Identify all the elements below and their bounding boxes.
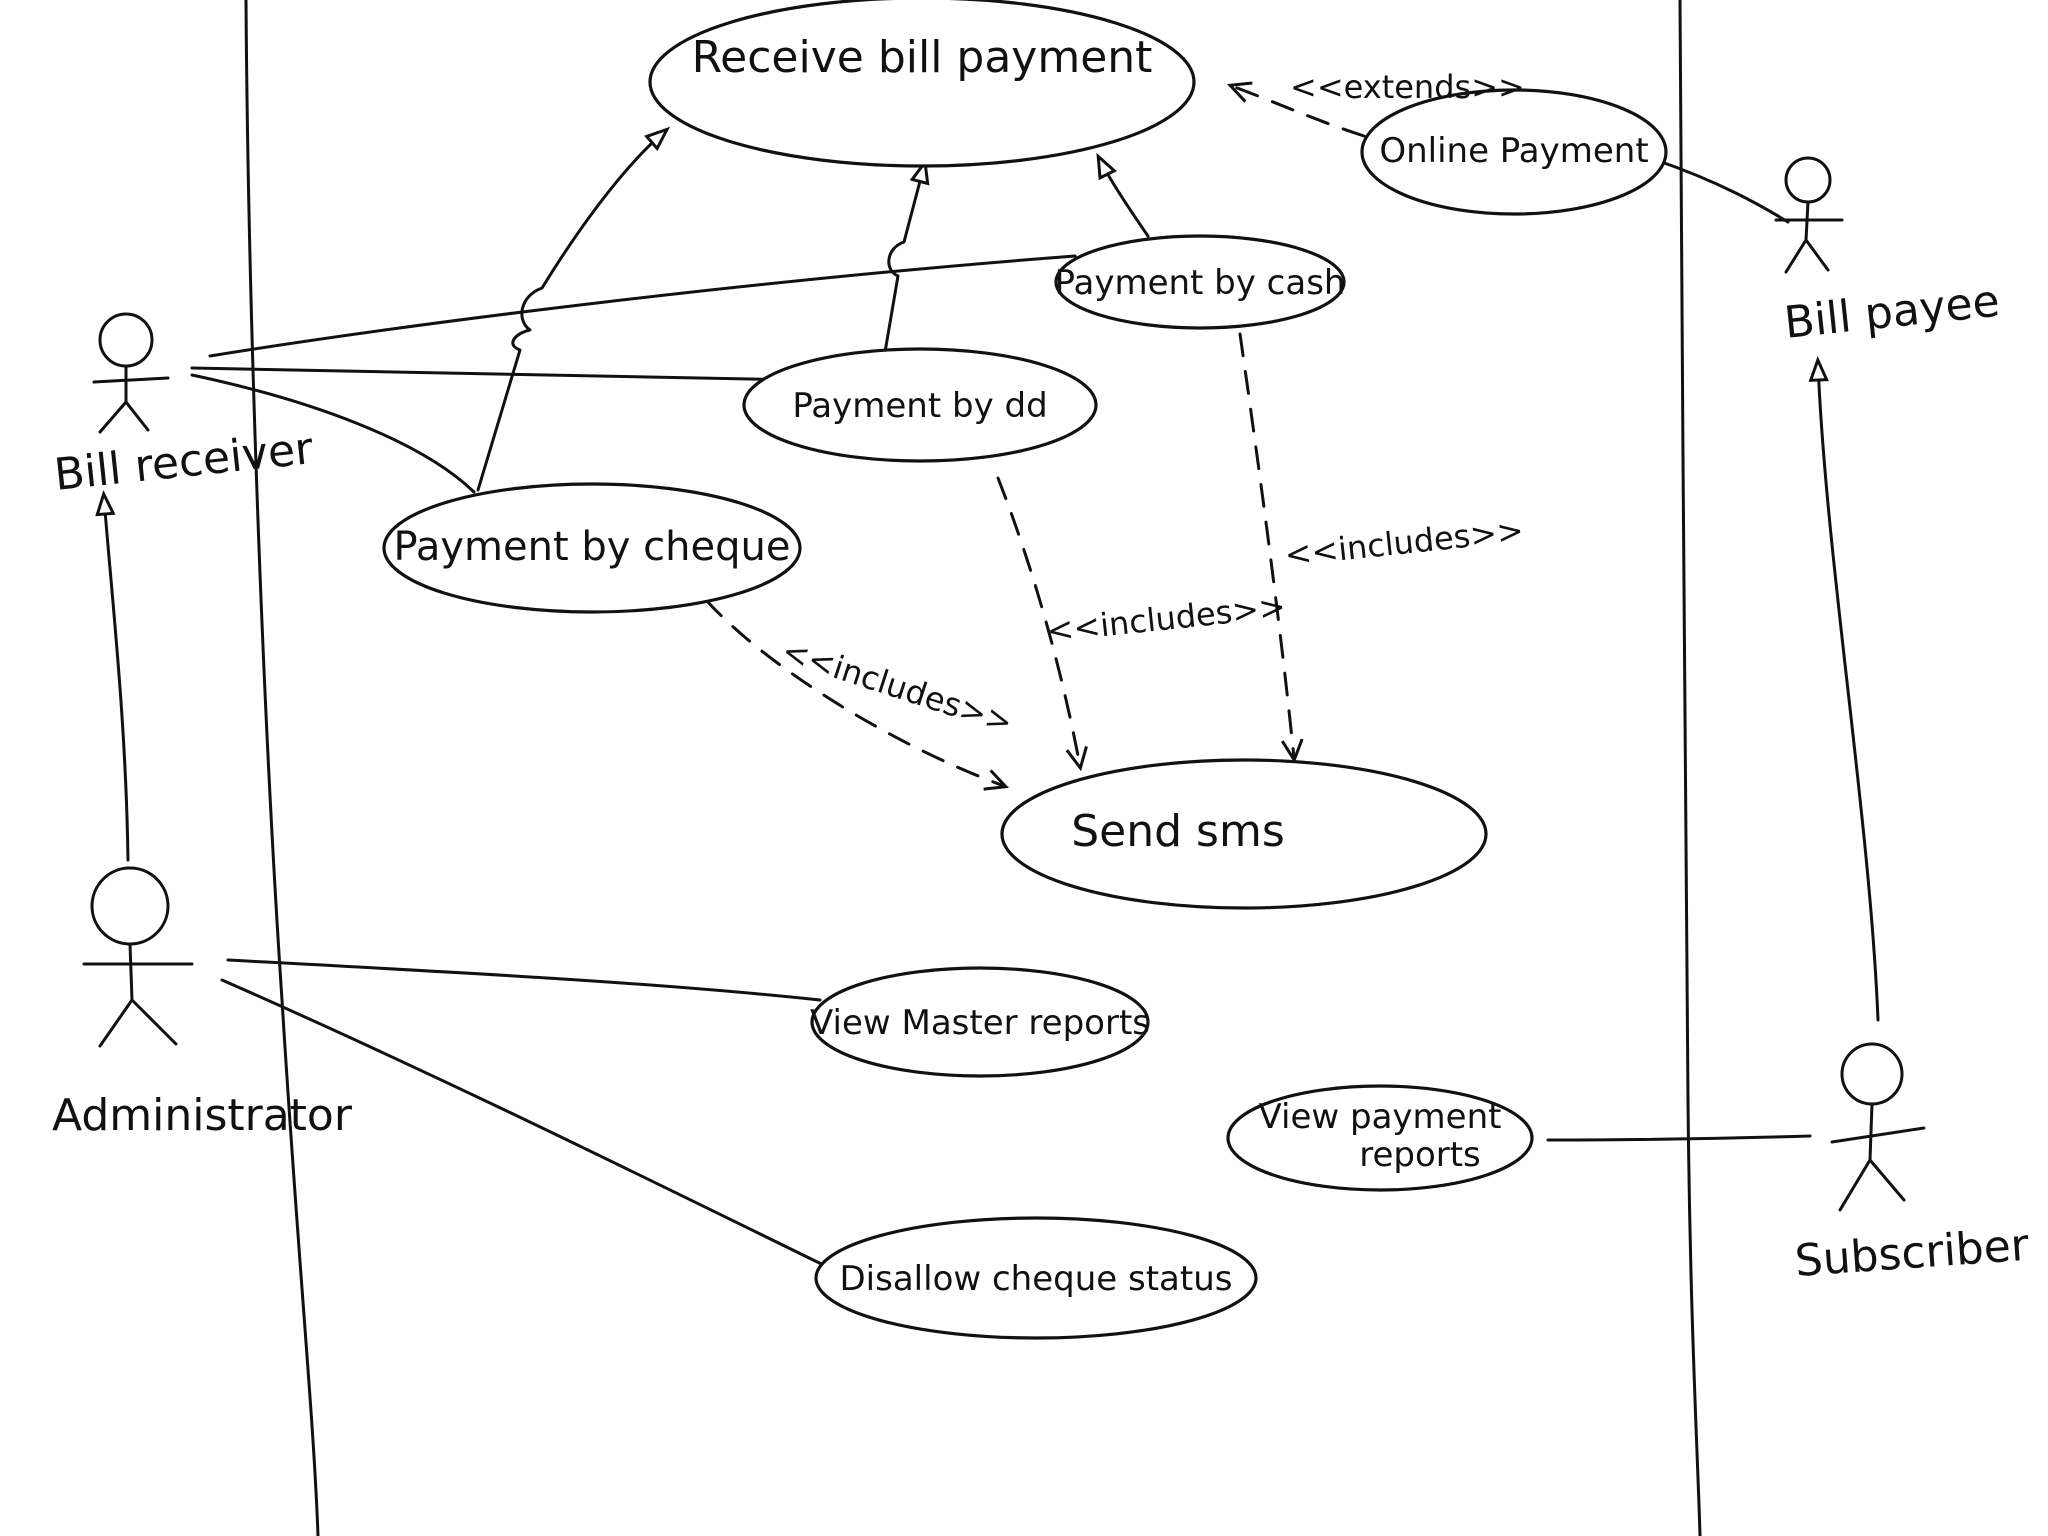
assoc-admin-master-reports [226, 958, 822, 1002]
use-case-label: Online Payment [1379, 131, 1648, 171]
use-case-label: Payment by cash [1055, 263, 1346, 303]
use-case-view-payment-reports[interactable]: View payment reports [1226, 1084, 1534, 1192]
use-case-label: Payment by dd [792, 386, 1047, 426]
extends-online-to-receive [1226, 81, 1366, 138]
system-boundary-left [244, 0, 320, 1536]
use-case-payment-by-dd[interactable]: Payment by dd [742, 347, 1098, 463]
use-case-label: Disallow cheque status [840, 1259, 1233, 1299]
associations [190, 158, 1812, 1278]
actor-label: Bill receiver [52, 423, 317, 501]
actor-administrator[interactable]: Administrator [52, 866, 353, 1141]
use-case-view-master-reports[interactable]: View Master reports [810, 966, 1150, 1078]
use-case-label-line1: View payment [1259, 1097, 1502, 1137]
gen-cash-to-receive [1100, 160, 1150, 238]
use-case-label-line2: reports [1359, 1135, 1481, 1175]
use-case-online-payment[interactable]: Online Payment [1360, 88, 1668, 216]
stereotype-extends: <<extends>> [1290, 68, 1525, 106]
stick-figure-icon [1830, 1042, 1926, 1212]
stick-figure-icon [82, 866, 194, 1048]
gen-subscriber-to-payee [1818, 364, 1880, 1022]
dependencies [704, 81, 1366, 791]
generalizations [104, 132, 1880, 1022]
assoc-payee-online [1654, 158, 1790, 224]
stereotype-includes-cash: <<includes>> [1283, 511, 1526, 574]
stick-figure-icon [92, 312, 170, 434]
assoc-receiver-cheque [190, 373, 476, 494]
use-case-payment-by-cash[interactable]: Payment by cash [1054, 234, 1346, 330]
assoc-receiver-dd [190, 366, 802, 382]
use-case-send-sms[interactable]: Send sms [1000, 758, 1488, 910]
use-case-payment-by-cheque[interactable]: Payment by cheque [382, 482, 802, 614]
use-case-label: Send sms [1071, 806, 1285, 857]
use-case-label: Payment by cheque [394, 524, 791, 570]
system-boundary-right [1678, 0, 1702, 1536]
actor-bill-receiver[interactable]: Bill receiver [52, 312, 317, 501]
gen-dd-to-receive [882, 166, 924, 360]
actor-bill-payee[interactable]: Bill payee [1774, 156, 2002, 349]
use-case-disallow-cheque-status[interactable]: Disallow cheque status [814, 1216, 1258, 1340]
assoc-subscriber-view-payment [1546, 1134, 1812, 1142]
include-cheque-sms [704, 598, 1010, 791]
actor-subscriber[interactable]: Subscriber [1793, 1042, 2031, 1287]
include-cash-sms [1238, 332, 1304, 764]
stick-figure-icon [1774, 156, 1844, 274]
gen-admin-to-receiver [104, 498, 130, 862]
stereotype-includes-cheque: <<includes>> [778, 631, 1018, 741]
use-case-label: View Master reports [810, 1003, 1150, 1043]
use-case-receive-bill-payment[interactable]: Receive bill payment [648, 0, 1196, 168]
stereotype-includes-dd: <<includes>> [1045, 587, 1288, 650]
actor-label: Administrator [52, 1090, 353, 1141]
gen-cheque-to-receive [476, 132, 664, 492]
use-case-label: Receive bill payment [692, 32, 1153, 83]
assoc-admin-disallow [220, 978, 848, 1278]
actor-label: Bill payee [1782, 276, 2002, 349]
actor-label: Subscriber [1793, 1220, 2031, 1287]
assoc-receiver-cash [208, 254, 1077, 358]
